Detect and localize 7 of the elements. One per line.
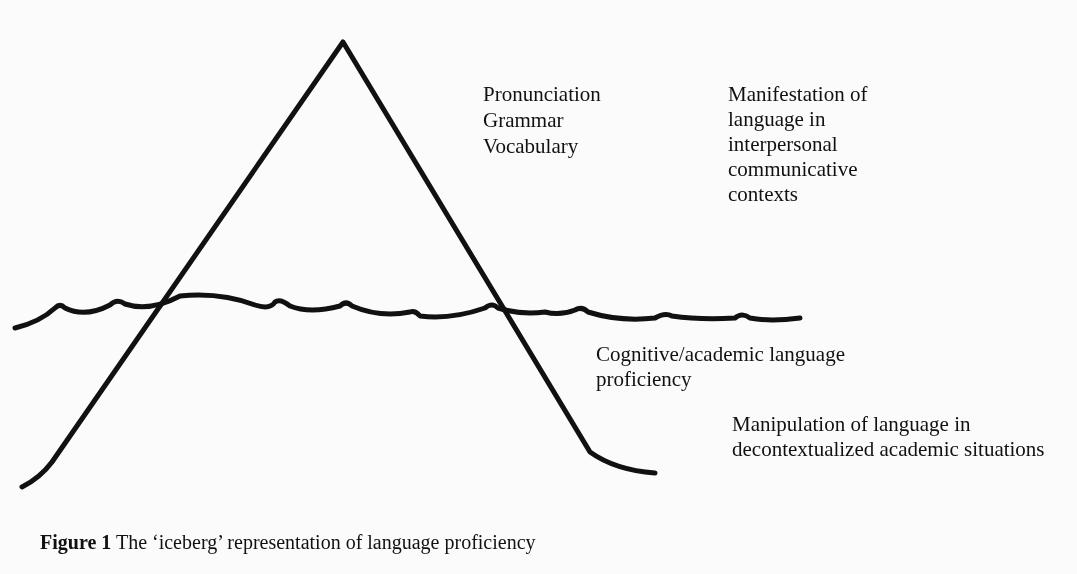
vocabulary-label: Grammar: [483, 108, 565, 133]
description-text: Manifestation of language in interpersonal communicative contexts: [728, 82, 869, 207]
figure-caption: Figure 1 The ‘iceberg’ representation of language proficiency: [40, 530, 537, 555]
description-text: Manipulation of language in decontextualized academic situations: [732, 412, 1046, 462]
description-text: Cognitive/academic language proficiency: [596, 342, 846, 392]
vocabulary-label: Pronunciation: [483, 82, 602, 107]
vocabulary-label: Vocabulary: [483, 134, 580, 159]
